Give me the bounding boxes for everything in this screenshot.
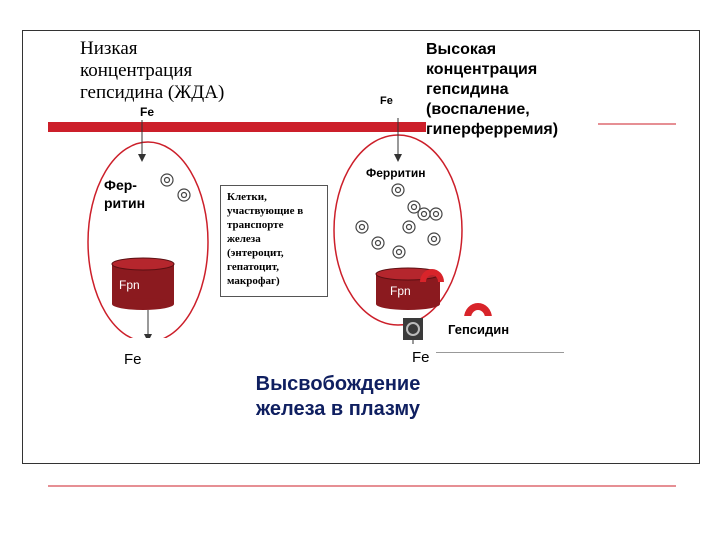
left-panel-title: Низкая концентрация гепсидина (ЖДА) bbox=[80, 38, 270, 104]
left-fpn-label: Fpn bbox=[119, 278, 140, 292]
right-panel-title: Высокая концентрация гепсидина (воспален… bbox=[426, 40, 598, 140]
left-ferritin-label: Фер- ритин bbox=[104, 176, 145, 212]
right-fpn-label: Fpn bbox=[390, 284, 411, 298]
right-fe-bottom-label: Fe bbox=[412, 349, 430, 366]
left-fe-bottom-label: Fe bbox=[124, 351, 142, 368]
hepcidin-label: Гепсидин bbox=[448, 322, 509, 337]
cells-description: Клетки, участвующие в транспорте железа … bbox=[220, 185, 328, 297]
left-fe-top-label: Fe bbox=[136, 104, 158, 120]
plasma-release-text: Высвобождение железа в плазму bbox=[226, 372, 450, 422]
right-ferritin-label: Ферритин bbox=[366, 166, 425, 180]
blocked-channel-icon bbox=[403, 318, 423, 340]
left-fe-out-box bbox=[100, 338, 198, 442]
right-fe-top-label: Fe bbox=[380, 95, 393, 107]
